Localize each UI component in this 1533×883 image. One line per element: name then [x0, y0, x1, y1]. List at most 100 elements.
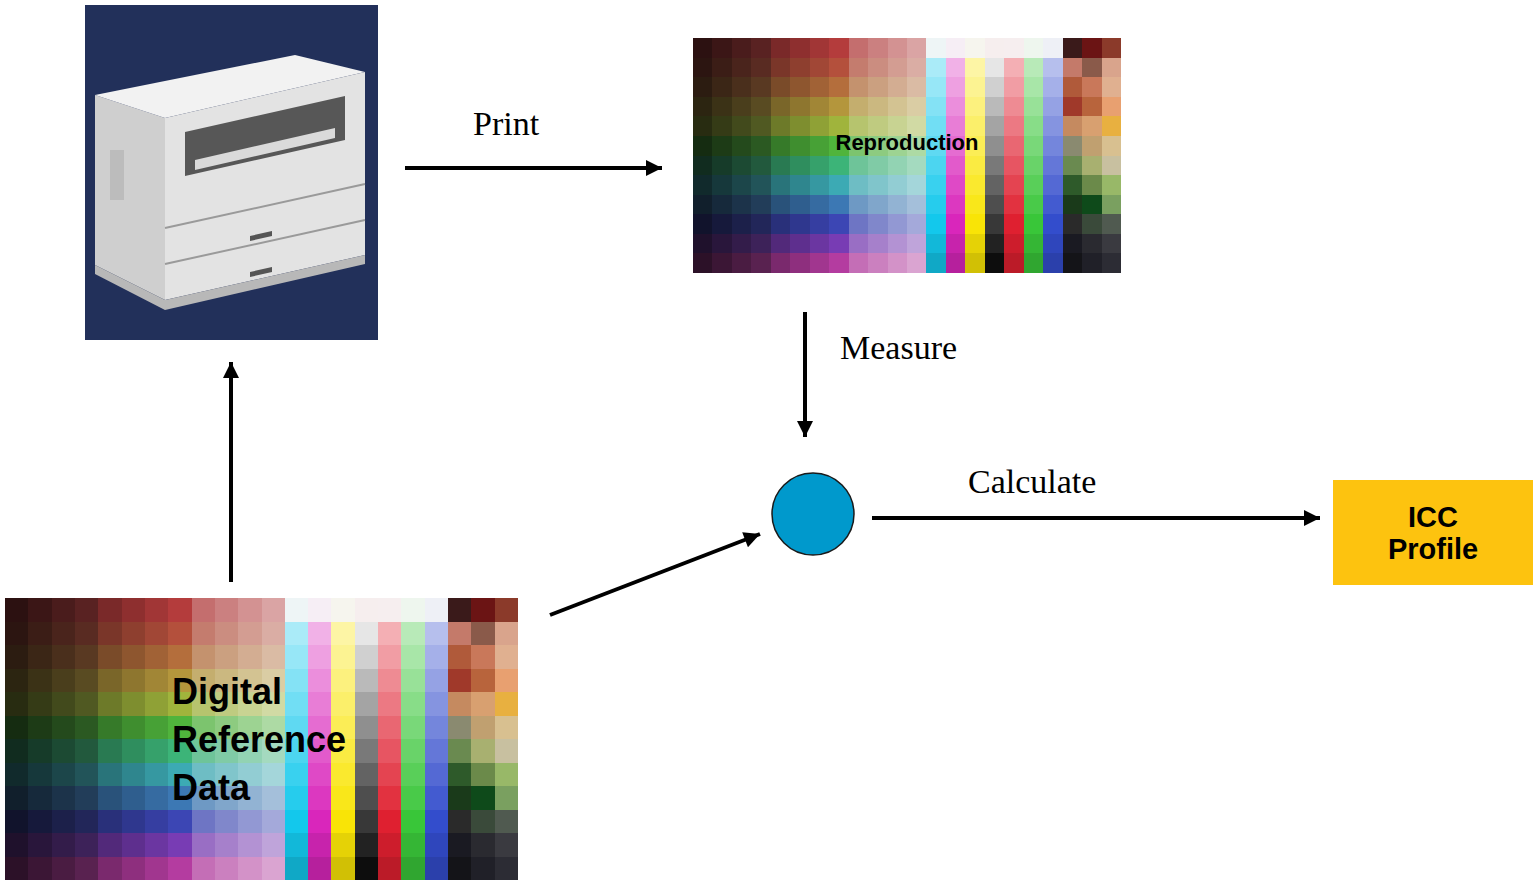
color-patch	[262, 598, 286, 622]
color-patch	[355, 786, 379, 810]
color-patch	[810, 195, 830, 215]
color-patch	[168, 810, 192, 834]
color-patch	[122, 810, 146, 834]
color-patch	[771, 77, 791, 97]
color-patch	[1043, 234, 1063, 254]
color-patch	[75, 598, 99, 622]
color-patch	[75, 810, 99, 834]
color-patch	[1043, 253, 1063, 273]
color-patch	[751, 234, 771, 254]
color-patch	[712, 77, 732, 97]
color-patch	[495, 810, 518, 834]
color-patch	[355, 692, 379, 716]
color-patch	[810, 38, 830, 58]
color-patch	[98, 692, 122, 716]
color-patch	[810, 136, 830, 156]
color-patch	[1102, 116, 1121, 136]
color-patch	[790, 175, 810, 195]
color-patch	[810, 175, 830, 195]
color-patch	[5, 645, 29, 669]
color-patch	[331, 645, 355, 669]
color-patch	[495, 739, 518, 763]
color-patch	[378, 645, 402, 669]
color-patch	[888, 214, 908, 234]
color-patch	[495, 763, 518, 787]
color-patch	[926, 156, 946, 176]
color-patch	[926, 38, 946, 58]
color-patch	[215, 833, 239, 857]
color-patch	[308, 692, 332, 716]
color-patch	[712, 58, 732, 78]
color-patch	[985, 77, 1005, 97]
chart-title: Digital Reference Data	[172, 668, 402, 812]
color-patch	[1102, 214, 1121, 234]
color-patch	[712, 175, 732, 195]
color-patch	[985, 195, 1005, 215]
color-patch	[1004, 116, 1024, 136]
color-patch	[907, 77, 927, 97]
color-patch	[732, 156, 752, 176]
color-patch	[751, 253, 771, 273]
color-patch	[946, 58, 966, 78]
color-patch	[192, 833, 216, 857]
color-patch	[1082, 156, 1102, 176]
color-patch	[1004, 234, 1024, 254]
color-patch	[732, 97, 752, 117]
color-patch	[471, 669, 495, 693]
color-patch	[401, 857, 425, 881]
color-patch	[98, 645, 122, 669]
color-patch	[495, 833, 518, 857]
color-patch	[693, 195, 713, 215]
color-patch	[1004, 156, 1024, 176]
color-patch	[712, 195, 732, 215]
color-patch	[849, 156, 869, 176]
color-patch	[122, 763, 146, 787]
color-patch	[790, 156, 810, 176]
color-patch	[401, 739, 425, 763]
color-patch	[401, 810, 425, 834]
color-patch	[448, 786, 472, 810]
color-patch	[448, 739, 472, 763]
color-patch	[98, 833, 122, 857]
color-patch	[331, 833, 355, 857]
color-patch	[145, 833, 169, 857]
color-patch	[849, 58, 869, 78]
color-patch	[693, 253, 713, 273]
color-patch	[732, 253, 752, 273]
color-patch	[145, 739, 169, 763]
color-patch	[1082, 58, 1102, 78]
color-patch	[732, 234, 752, 254]
color-patch	[28, 598, 52, 622]
color-patch	[145, 692, 169, 716]
color-patch	[693, 58, 713, 78]
color-patch	[495, 857, 518, 881]
color-patch	[238, 833, 262, 857]
color-patch	[907, 97, 927, 117]
color-patch	[425, 739, 449, 763]
color-patch	[1024, 234, 1044, 254]
color-patch	[331, 763, 355, 787]
color-patch	[965, 156, 985, 176]
profile-label: ICC Profile	[1373, 501, 1493, 565]
color-patch	[712, 97, 732, 117]
color-patch	[471, 810, 495, 834]
color-patch	[849, 214, 869, 234]
color-patch	[1024, 77, 1044, 97]
color-patch	[1004, 38, 1024, 58]
color-patch	[888, 253, 908, 273]
color-patch	[868, 38, 888, 58]
color-patch	[712, 253, 732, 273]
color-patch	[946, 195, 966, 215]
color-patch	[1102, 253, 1121, 273]
color-patch	[1024, 214, 1044, 234]
profile-box: ICC Profile	[1333, 480, 1533, 585]
printer-side	[95, 95, 165, 300]
color-patch	[145, 645, 169, 669]
color-patch	[308, 645, 332, 669]
color-patch	[355, 810, 379, 834]
color-patch	[401, 833, 425, 857]
color-patch	[810, 156, 830, 176]
color-patch	[946, 234, 966, 254]
color-patch	[5, 786, 29, 810]
color-patch	[52, 645, 76, 669]
